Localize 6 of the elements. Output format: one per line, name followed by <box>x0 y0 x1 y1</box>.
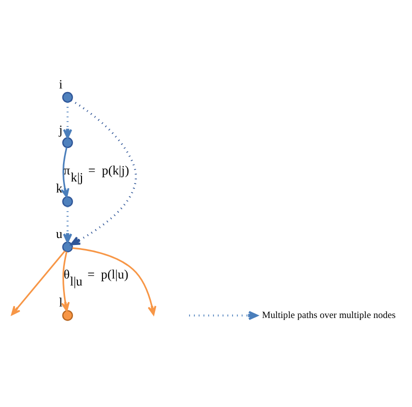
node-label: u <box>56 226 62 241</box>
node-label: l <box>59 295 63 310</box>
legend-label: Multiple paths over multiple nodes <box>262 309 396 320</box>
node-label: i <box>59 76 63 91</box>
node-label: k <box>56 181 62 196</box>
node-label: j <box>59 122 63 136</box>
